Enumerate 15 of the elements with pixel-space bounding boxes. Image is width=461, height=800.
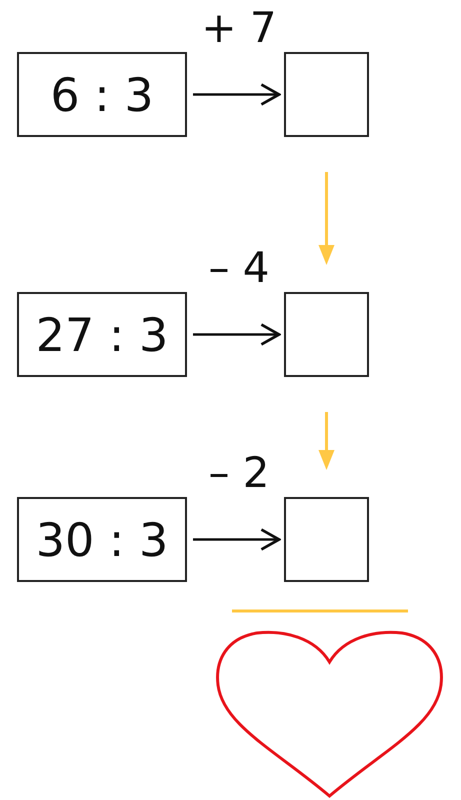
arrow	[193, 528, 280, 551]
expression-text: 27 : 3	[36, 312, 168, 358]
expression-box	[17, 52, 187, 137]
expression-box	[17, 497, 187, 582]
arrow	[318, 172, 334, 265]
heart-outline	[215, 630, 444, 798]
arrow	[193, 323, 280, 346]
expression-text: 30 : 3	[36, 516, 168, 562]
answer-box	[284, 497, 369, 582]
answer-box	[284, 52, 369, 137]
expression-box	[17, 292, 187, 377]
answer-box	[284, 292, 369, 377]
arrow	[318, 412, 334, 470]
arrow	[193, 83, 280, 106]
expression-text: 6 : 3	[50, 72, 154, 118]
